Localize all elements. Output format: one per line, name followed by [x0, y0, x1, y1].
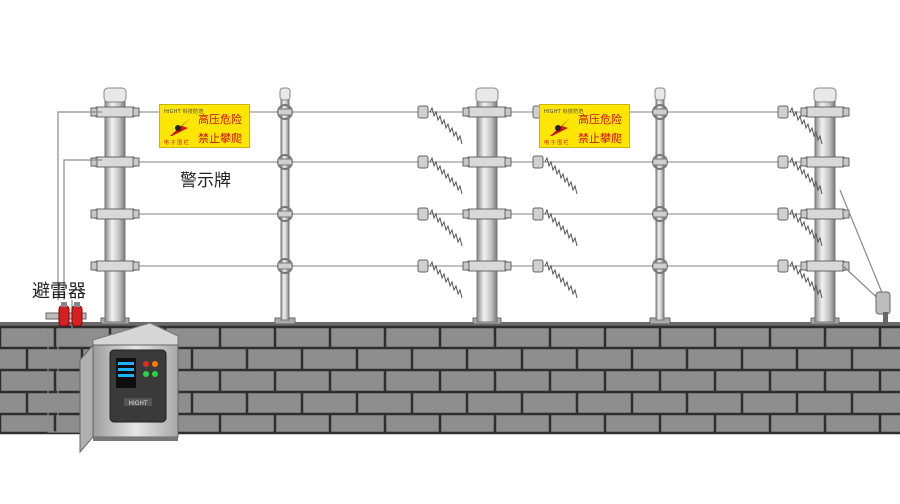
insulator — [804, 106, 846, 118]
insulator — [466, 208, 508, 220]
main-post — [462, 87, 512, 325]
tension-spring — [777, 105, 823, 145]
post-cap — [279, 87, 291, 101]
cabinet-roof — [92, 322, 179, 346]
sign-line-2: 禁止攀爬 — [578, 132, 622, 145]
shock-hazard-icon — [170, 118, 190, 136]
insulator — [466, 106, 508, 118]
sign-brand: HIGHT 科技防范 — [544, 109, 584, 115]
insulator — [466, 260, 508, 272]
insulator — [94, 260, 136, 272]
post-cap — [103, 87, 127, 103]
cabinet-door — [79, 343, 94, 454]
indicator-led — [143, 371, 149, 377]
tension-spring — [777, 155, 823, 195]
insulator — [804, 156, 846, 168]
main-post — [800, 87, 850, 325]
indicator-led — [152, 361, 158, 367]
tension-spring — [417, 207, 463, 247]
tension-spring — [777, 259, 823, 299]
tension-spring — [417, 259, 463, 299]
arrester-1 — [58, 302, 70, 327]
tension-spring — [777, 207, 823, 247]
lightning-arresters — [45, 302, 87, 327]
intermediate-post — [274, 87, 296, 325]
intermediate-post — [649, 87, 671, 325]
lightning-arrester-label: 避雷器 — [32, 281, 86, 302]
arrester-2 — [71, 302, 83, 327]
warning-sign: HIGHT 科技防范 电 子 围 栏 高压危险 禁止攀爬 — [539, 104, 630, 148]
sign-subtitle: 电 子 围 栏 — [544, 140, 569, 146]
sign-subtitle: 电 子 围 栏 — [164, 140, 189, 146]
insulator — [804, 208, 846, 220]
warning-sign: HIGHT 科技防范 电 子 围 栏 高压危险 禁止攀爬 — [159, 104, 250, 148]
post-cap — [475, 87, 499, 103]
sign-brand: HIGHT 科技防范 — [164, 109, 204, 115]
warning-sign-label: 警示牌 — [180, 171, 231, 191]
main-post — [90, 87, 140, 325]
sign-line-1: 高压危险 — [578, 113, 622, 126]
post-cap — [813, 87, 837, 103]
shock-hazard-icon — [550, 118, 570, 136]
insulator — [804, 260, 846, 272]
controller-brand: HIGHT — [128, 400, 147, 407]
insulator — [94, 208, 136, 220]
insulator — [466, 156, 508, 168]
indicator-led — [143, 361, 149, 367]
post-cap — [654, 87, 666, 101]
controller-display — [116, 358, 136, 388]
insulator — [94, 156, 136, 168]
tension-spring — [417, 105, 463, 145]
controller-cabinet: HIGHT — [79, 322, 179, 454]
tension-spring — [532, 155, 578, 195]
tension-spring — [532, 259, 578, 299]
sign-line-2: 禁止攀爬 — [198, 132, 242, 145]
tension-spring — [532, 207, 578, 247]
indicator-led — [152, 371, 158, 377]
wall-top-edge — [0, 322, 900, 327]
tension-spring — [417, 155, 463, 195]
sign-line-1: 高压危险 — [198, 113, 242, 126]
end-tensioner — [875, 291, 891, 326]
